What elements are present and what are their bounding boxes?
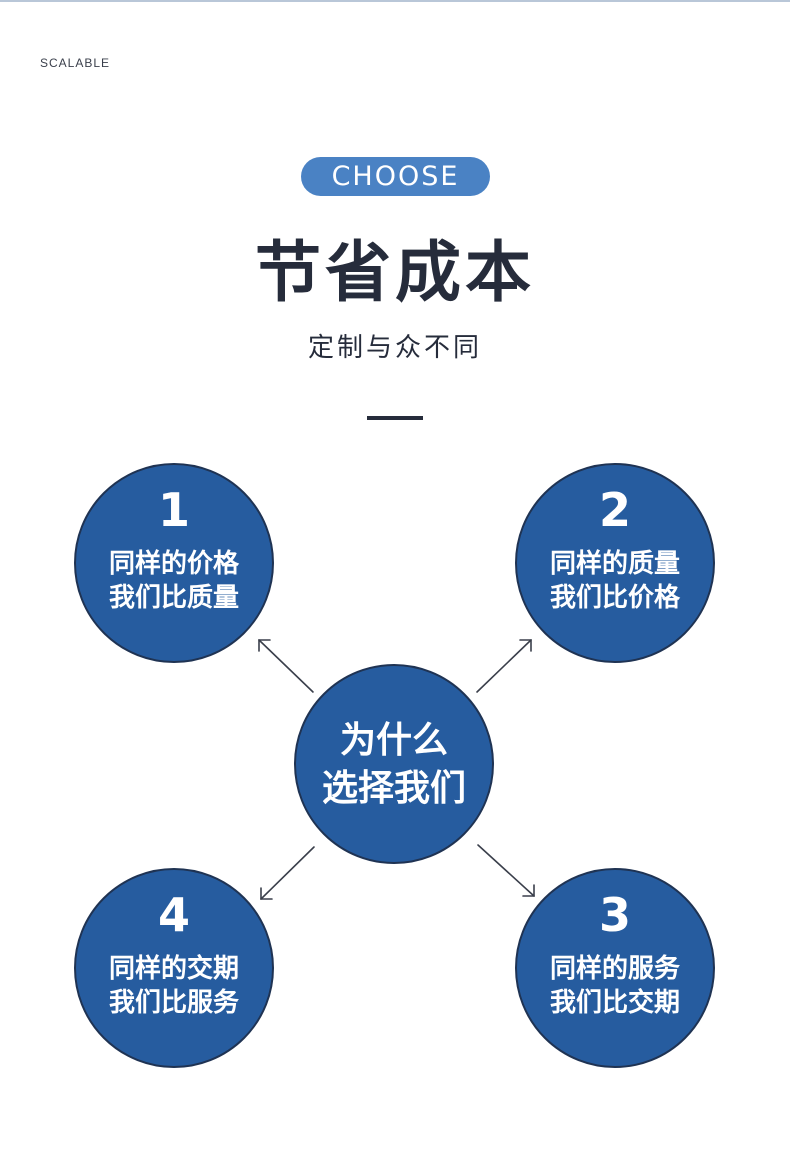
feature-line-2: 我们比价格 [549, 583, 680, 613]
brand-label: SCALABLE [40, 56, 111, 70]
arrow-up-right-icon [476, 639, 532, 693]
feature-line-1: 同样的交期 [108, 954, 239, 984]
title-divider [367, 416, 423, 420]
choose-badge: CHOOSE [301, 157, 490, 196]
page-title: 节省成本 [255, 234, 535, 311]
feature-circle-4: 4 同样的交期 我们比服务 [74, 868, 274, 1068]
center-circle: 为什么 选择我们 [294, 664, 494, 864]
feature-line-2: 我们比服务 [108, 988, 239, 1018]
feature-circle-3: 3 同样的服务 我们比交期 [515, 868, 715, 1068]
feature-line-2: 我们比质量 [108, 583, 239, 613]
feature-number: 3 [598, 888, 631, 942]
center-line-2: 选择我们 [321, 768, 466, 809]
feature-circle-2: 2 同样的质量 我们比价格 [515, 463, 715, 663]
feature-number: 4 [157, 888, 190, 942]
feature-number: 2 [598, 483, 631, 537]
feature-line-1: 同样的质量 [549, 549, 680, 579]
feature-line-2: 我们比交期 [549, 988, 680, 1018]
page-subtitle: 定制与众不同 [307, 333, 482, 363]
feature-line-1: 同样的服务 [549, 954, 680, 984]
arrow-up-left-icon [258, 639, 314, 693]
center-line-1: 为什么 [339, 720, 448, 761]
feature-circle-1: 1 同样的价格 我们比质量 [74, 463, 274, 663]
feature-line-1: 同样的价格 [108, 549, 239, 579]
feature-number: 1 [157, 483, 190, 537]
top-border-line [0, 0, 790, 2]
